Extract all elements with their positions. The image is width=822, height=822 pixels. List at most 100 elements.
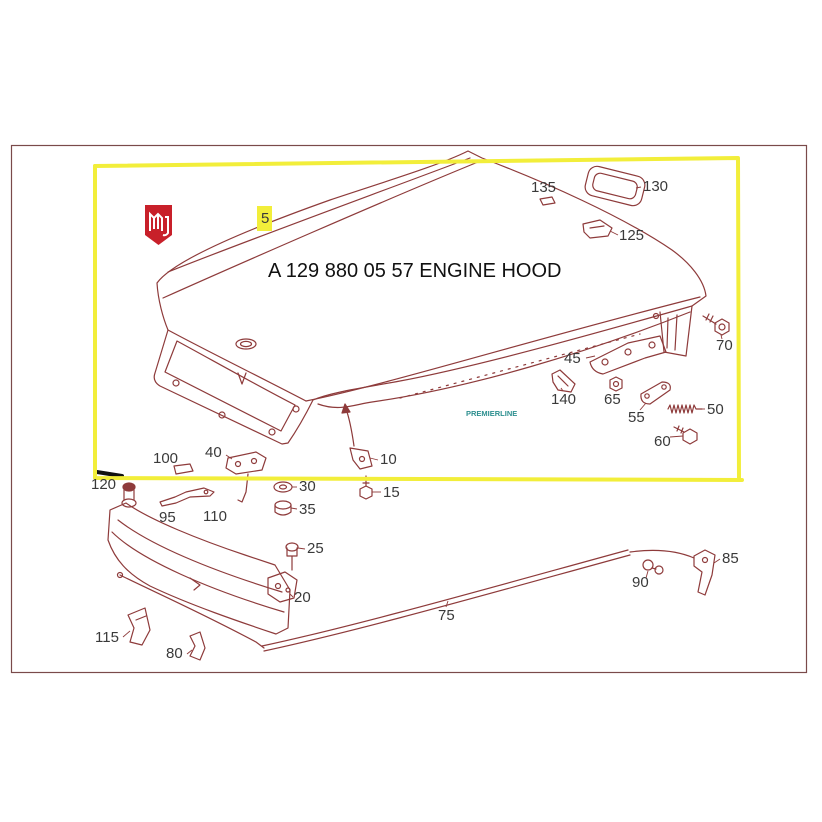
part-30-inner — [278, 484, 288, 490]
part-130-inner — [592, 172, 638, 200]
hood-flange-rib-1 — [666, 317, 669, 349]
part-60-bolt — [673, 425, 698, 445]
part-title: A 129 880 05 57 ENGINE HOOD — [268, 260, 562, 282]
callout-65: 65 — [604, 391, 621, 408]
part-40-shape — [225, 451, 267, 475]
cross-member-line-1 — [117, 519, 283, 593]
part-45-hinge-plate — [589, 335, 667, 375]
hood-outline — [153, 150, 707, 445]
callout-50: 50 — [707, 401, 724, 418]
part-60-head — [682, 428, 698, 445]
part-115-bracket — [127, 607, 151, 646]
part-65-hex — [609, 376, 623, 392]
part-140-bracket — [551, 369, 576, 393]
callout-10: 10 — [380, 451, 397, 468]
part-80-clip — [189, 631, 206, 661]
hood-lower-dots — [399, 333, 641, 399]
part-45-hole-2 — [624, 348, 632, 356]
hood-emblem-inner — [239, 340, 253, 348]
inner-cable-end — [116, 571, 124, 579]
callout-135: 135 — [531, 179, 556, 196]
part-45-hole-3 — [648, 341, 656, 349]
part-45-shape — [589, 335, 667, 375]
part-95-bump-stop — [121, 482, 137, 508]
part-125-detail — [589, 225, 605, 229]
part-100-pad — [173, 463, 194, 475]
cable-75-line-2 — [263, 554, 631, 652]
part-75-bowden-cable — [261, 549, 695, 652]
part-110-hole — [203, 489, 209, 495]
part-130-frame — [584, 165, 646, 207]
part-100-shape — [173, 463, 194, 475]
callout-75: 75 — [438, 607, 455, 624]
part-55-shape — [640, 381, 671, 405]
part-10-shape — [349, 447, 373, 470]
part-85-release-handle — [693, 549, 716, 596]
callout-55: 55 — [628, 409, 645, 426]
leader-lines — [122, 186, 723, 655]
leader-140 — [560, 387, 564, 392]
part-135-shape — [539, 196, 556, 206]
callout-90: 90 — [632, 574, 649, 591]
hood-mount-1 — [172, 379, 180, 387]
part-20-hole-2 — [285, 587, 291, 593]
part-85-shape — [693, 549, 716, 596]
cross-member-outline — [107, 502, 291, 635]
cross-member-mark — [189, 577, 201, 591]
part-5-engine-hood — [153, 150, 707, 445]
callout-80: 80 — [166, 645, 183, 662]
part-50-coil — [667, 404, 703, 414]
part-135-block — [539, 196, 556, 206]
callout-70: 70 — [716, 337, 733, 354]
callout-140: 140 — [551, 391, 576, 408]
inner-cable-line — [119, 574, 265, 649]
callout-85: 85 — [722, 550, 739, 567]
hood-front-body-line — [305, 296, 701, 402]
callout-100: 100 — [153, 450, 178, 467]
part-95-cap — [122, 482, 136, 492]
part-40-bracket — [225, 451, 267, 503]
callout-labels: 135 130 125 5 45 70 140 65 55 50 60 100 … — [91, 178, 739, 662]
part-90-grommet — [642, 559, 664, 575]
callout-15: 15 — [383, 484, 400, 501]
callout-60: 60 — [654, 433, 671, 450]
hood-rear-edge-line — [167, 157, 471, 273]
hood-flange-rib-2 — [674, 314, 678, 351]
part-30-outer — [273, 481, 293, 493]
part-10-arrow-line — [345, 408, 355, 447]
part-130-outer — [584, 165, 646, 207]
part-40-hole-1 — [234, 460, 242, 468]
part-120-cross-member — [107, 502, 291, 635]
hood-mount-2 — [218, 411, 226, 419]
hood-recess-top — [167, 329, 307, 402]
callout-25: 25 — [307, 540, 324, 557]
part-140-detail — [557, 375, 569, 387]
part-25-body — [286, 547, 298, 571]
part-70-center — [718, 323, 726, 331]
part-95-body — [123, 489, 135, 501]
cable-75-line-1 — [261, 549, 629, 647]
part-15-head — [359, 485, 373, 500]
callout-125: 125 — [619, 227, 644, 244]
hood-recess-inner — [164, 340, 296, 432]
callout-40: 40 — [205, 444, 222, 461]
part-125-shape — [582, 219, 613, 239]
part-70-bolt — [702, 313, 730, 336]
callout-5: 5 — [261, 210, 269, 227]
part-80-shape — [189, 631, 206, 661]
part-10-hole — [358, 455, 366, 463]
part-25-bolt — [285, 542, 299, 571]
part-55-hole-1 — [644, 393, 650, 399]
callout-30: 30 — [299, 478, 316, 495]
part-65-nut — [609, 376, 623, 392]
part-115-shape — [127, 607, 151, 646]
part-115-detail — [135, 615, 147, 621]
part-30-washer — [273, 481, 293, 493]
part-50-spring — [667, 404, 703, 414]
part-25-head — [285, 542, 299, 552]
cross-member-line-2 — [111, 531, 285, 613]
highlight-box-top-right — [93, 156, 741, 482]
callout-120: 120 — [91, 476, 116, 493]
leader-125 — [609, 230, 619, 236]
